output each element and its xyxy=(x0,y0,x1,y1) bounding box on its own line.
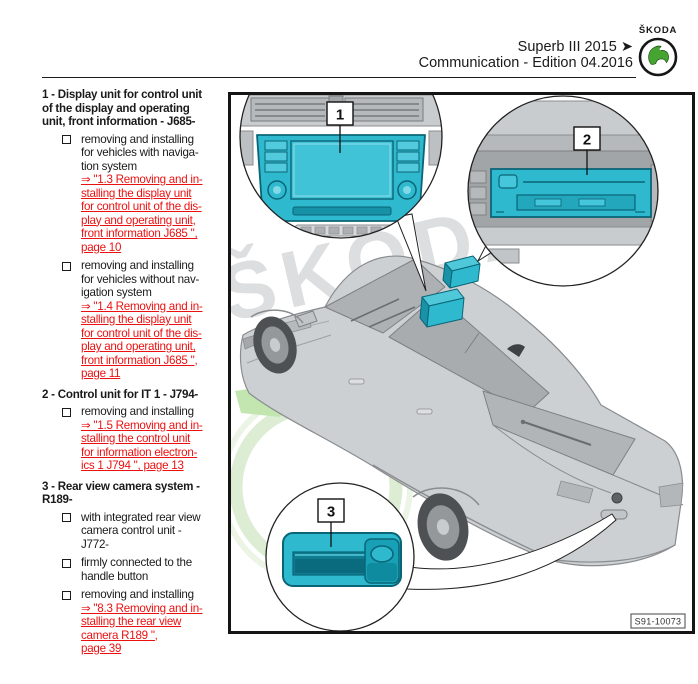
skoda-wordmark: ŠKODA xyxy=(638,25,678,36)
bullet-text: with integrated rear view camera control… xyxy=(81,510,201,551)
bullet-text: removing and installing xyxy=(81,405,194,418)
legend-bullet: removing and installing for vehicles wit… xyxy=(42,133,232,255)
callout-1: 1 xyxy=(326,101,354,153)
inset-control-unit xyxy=(467,95,659,287)
component-location-figure: ŠKODA xyxy=(213,35,695,634)
legend-section-2: 2 - Control unit for IT 1 - J794- removi… xyxy=(42,388,232,473)
door-mirror xyxy=(294,310,318,328)
callout-3-label: 3 xyxy=(327,504,335,521)
checkbox-bullet-icon xyxy=(62,590,71,600)
callout-3: 3 xyxy=(317,498,345,547)
legend-column: 1 - Display unit for control unit of the… xyxy=(42,88,232,663)
callout-2-label: 2 xyxy=(583,132,591,149)
figure-number-box: S91-10073 xyxy=(630,613,686,629)
legend-bullet: firmly connected to the handle button xyxy=(42,556,232,583)
touchscreen xyxy=(290,140,394,200)
bullet-text: removing and installing xyxy=(81,588,194,601)
inset3-pointer xyxy=(403,513,617,590)
legend-bullet: removing and installing⇒ "8.3 Removing a… xyxy=(42,588,232,656)
legend-section-1: 1 - Display unit for control unit of the… xyxy=(42,88,232,381)
checkbox-bullet-icon xyxy=(62,558,71,568)
bullet-text: firmly connected to the handle button xyxy=(81,556,192,583)
legend-bullet: removing and installing⇒ "1.5 Removing a… xyxy=(42,405,232,473)
figure-canvas: ŠKODA xyxy=(213,35,686,632)
checkbox-bullet-icon xyxy=(62,407,71,417)
checkbox-bullet-icon xyxy=(62,513,71,522)
legend-section-2-title: 2 - Control unit for IT 1 - J794- xyxy=(42,387,199,401)
checkbox-bullet-icon xyxy=(62,135,71,144)
camera-lens xyxy=(370,545,394,563)
inset-rear-camera xyxy=(265,482,415,632)
skoda-logo-icon xyxy=(638,37,678,77)
header-doc-line: Communication - Edition 04.2016 xyxy=(418,54,633,71)
cd-slot xyxy=(292,206,392,216)
xref-link-1-3[interactable]: ⇒ "1.3 Removing and in- stalling the dis… xyxy=(81,173,203,254)
windshield xyxy=(324,258,446,334)
page-header: Superb III 2015 ➤Communication - Edition… xyxy=(418,39,633,71)
rear-wheel xyxy=(417,493,469,561)
checkbox-bullet-icon xyxy=(62,261,71,271)
xref-link-1-4[interactable]: ⇒ "1.4 Removing and in- stalling the dis… xyxy=(81,299,203,381)
legend-bullet: with integrated rear view camera control… xyxy=(42,511,232,552)
callout-1-label: 1 xyxy=(336,107,344,124)
header-model-line: Superb III 2015 ➤ xyxy=(517,39,633,55)
figure-number: S91-10073 xyxy=(635,617,682,627)
legend-section-3-title: 3 - Rear view camera system - R189- xyxy=(42,479,200,507)
display-unit-location-marker xyxy=(419,288,465,328)
xref-link-1-5[interactable]: ⇒ "1.5 Removing and in- stalling the con… xyxy=(81,418,203,473)
header-divider xyxy=(42,77,636,78)
control-unit-location-marker xyxy=(442,255,481,289)
antenna-fin xyxy=(507,344,525,357)
legend-bullet: removing and installing for vehicles wit… xyxy=(42,259,232,381)
legend-section-1-title: 1 - Display unit for control unit of the… xyxy=(42,88,202,128)
boot-badge xyxy=(611,492,623,504)
bullet-text: removing and installing for vehicles wit… xyxy=(81,132,199,173)
skoda-brand-block: ŠKODA xyxy=(634,25,682,82)
legend-section-3: 3 - Rear view camera system - R189- with… xyxy=(42,480,232,656)
front-wheel xyxy=(253,316,297,374)
bullet-text: removing and installing for vehicles wit… xyxy=(81,259,200,299)
xref-link-8-3[interactable]: ⇒ "8.3 Removing and in- stalling the rea… xyxy=(81,601,203,656)
callout-2: 2 xyxy=(573,126,601,175)
